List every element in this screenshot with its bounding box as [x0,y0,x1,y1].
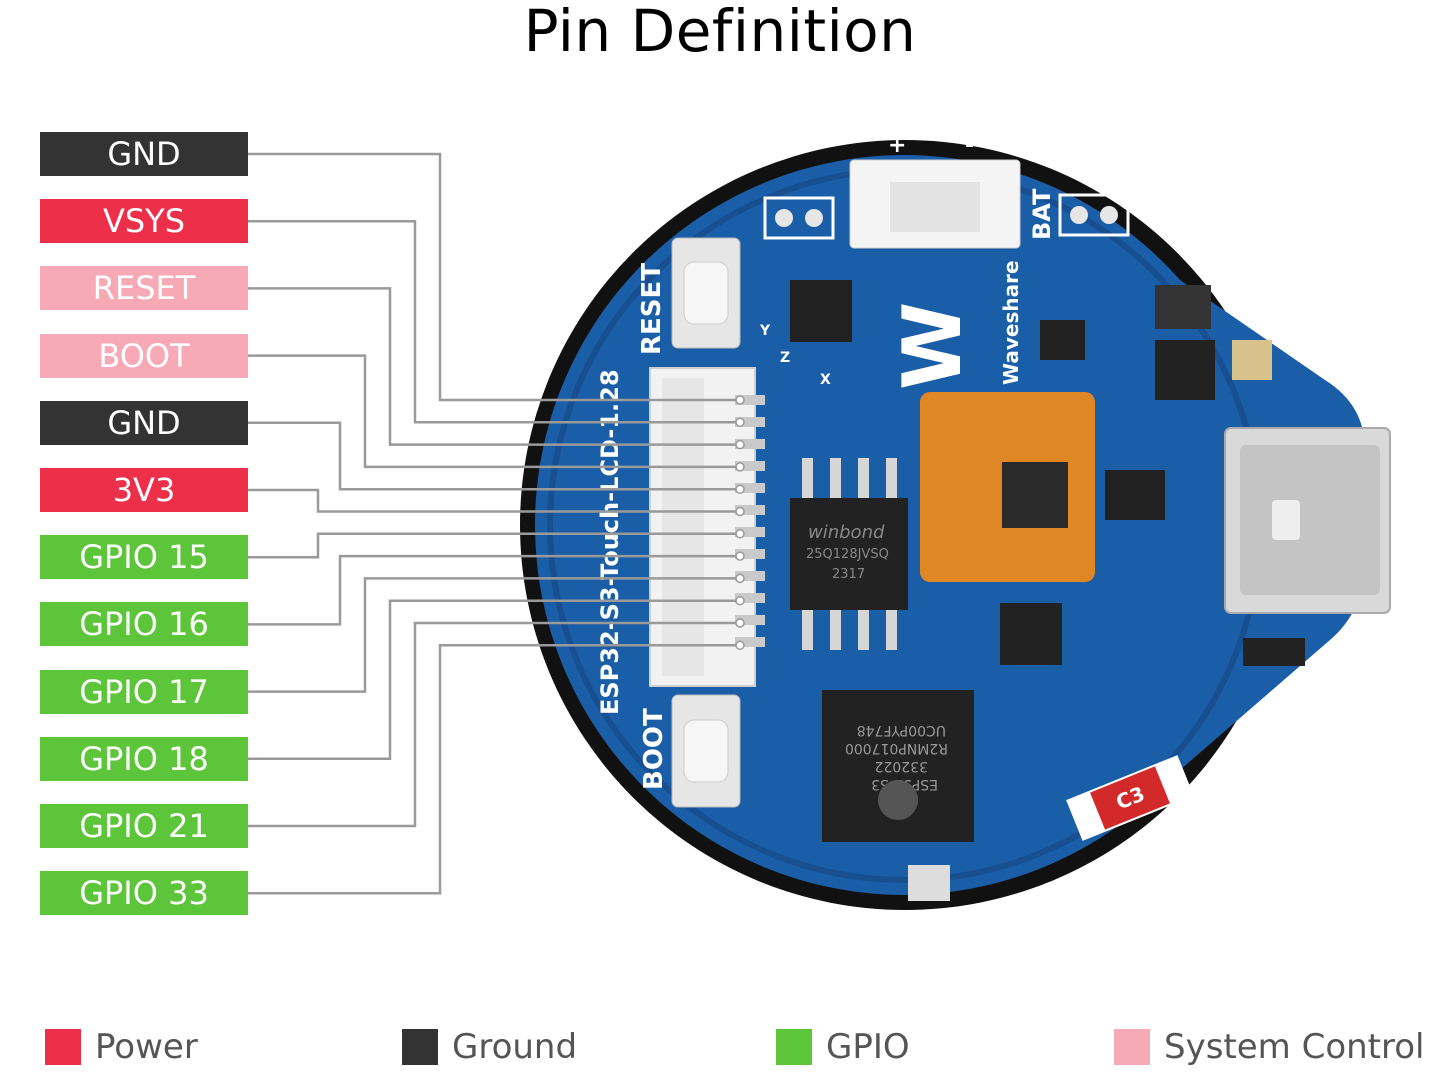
boot-silk-label: BOOT [639,708,669,790]
flash-chip [790,498,908,610]
pin-label-boot: BOOT [40,333,248,378]
wire-9 [248,599,740,761]
wire-10 [248,621,740,828]
legend-item-gpio: GPIO [776,1025,910,1069]
flash-brand: winbond [808,522,885,543]
pin-label-gpio33: GPIO 33 [40,871,248,916]
wire-6 [248,532,740,559]
legend-item-power: Power [45,1025,198,1069]
wire-end-dot-1 [735,417,745,428]
battery-plus-silk: + [888,133,906,158]
legend-label-ground: Ground [452,1027,578,1067]
legend-item-ground: Ground [402,1025,577,1069]
wire-end-dot-11 [735,640,745,651]
page-title: Pin Definition [523,0,917,65]
legend-swatch-power [45,1029,81,1065]
axis-x-silk: X [820,372,831,388]
wire-end-dot-0 [735,395,745,405]
wire-0 [248,152,740,402]
wire-end-dot-5 [735,506,745,517]
wire-end-dot-2 [735,439,745,450]
wire-end-dot-8 [735,573,745,584]
legend-swatch-ground [402,1029,438,1065]
wire-3 [248,354,740,469]
pin-label-gpio21: GPIO 21 [40,804,248,848]
flash-code: 2317 [832,567,865,582]
touch-chip [1002,462,1068,528]
wire-end-dot-9 [735,595,745,606]
imu-chip [790,280,852,342]
reset-silk-label: RESET [637,263,667,355]
wire-1 [248,219,740,424]
pin-label-gnd-2: GND [40,400,248,445]
mcu-line2: 332022 [875,758,928,774]
legend-label-power: Power [95,1027,198,1067]
bat-silk-label: BAT [1028,188,1056,240]
wire-8 [248,577,740,693]
pin-label-3v3: 3V3 [40,468,248,512]
battery-minus-silk: - [965,133,974,158]
pin-label-reset: RESET [40,266,248,311]
pin-label-gpio16: GPIO 16 [40,602,248,647]
wire-end-dot-3 [735,462,745,472]
pin-label-gnd-1: GND [40,132,248,176]
small-chip [1000,603,1062,665]
legend-label-system-control: System Control [1164,1027,1425,1067]
wire-end-dot-7 [735,551,745,561]
mcu-line4: UC00PYF748 [857,722,946,738]
legend-swatch-system-control [1114,1029,1150,1065]
legend-item-system-control: System Control [1114,1025,1425,1069]
legend-label-gpio: GPIO [826,1027,910,1067]
wire-11 [248,644,740,895]
fpc-pads [735,395,765,647]
wire-4 [248,421,740,491]
wire-end-dot-10 [735,618,745,628]
wire-7 [248,554,740,626]
flash-part: 25Q128JVSQ [806,547,889,562]
pin-label-gpio15: GPIO 15 [40,535,248,580]
legend-swatch-gpio [776,1029,812,1065]
pin-label-gpio17: GPIO 17 [40,669,248,714]
wire-end-dot-6 [735,529,745,539]
mcu-line3: R2MNP017000 [845,740,948,756]
espressif-logo [878,780,918,820]
brand-name-silk: Waveshare [999,260,1023,385]
board-name-silk: ESP32-S3-Touch-LCD-1.28 [596,369,624,715]
brand-logo-silk: W [886,302,979,390]
wire-5 [248,488,740,513]
axis-z-silk: Z [780,350,790,366]
pin-label-gpio18: GPIO 18 [40,736,248,781]
axis-y-silk: Y [759,323,771,339]
wire-2 [248,287,740,446]
legend: Power Ground GPIO System Control [0,1025,1440,1075]
pin-label-vsys: VSYS [40,199,248,244]
wire-end-dot-4 [735,484,745,494]
